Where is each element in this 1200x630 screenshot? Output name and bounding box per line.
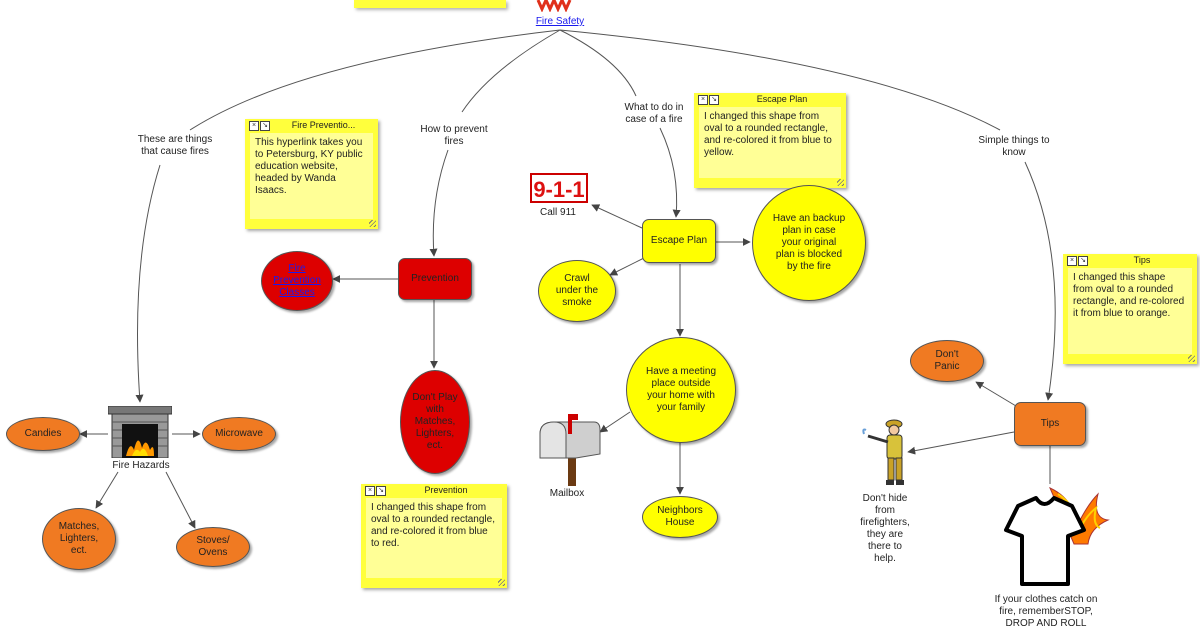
mailbox-label: Mailbox — [549, 488, 585, 499]
node-fire-prevention-classes[interactable]: Fire Prevention Classes — [261, 251, 333, 311]
note-body: I changed this shape from oval to a roun… — [366, 498, 502, 578]
node-label: Stoves/ Ovens — [196, 535, 230, 558]
node-tips[interactable]: Tips — [1014, 402, 1086, 446]
note-title: Fire Preventio... — [291, 120, 356, 130]
node-label: Have an backup plan in case your origina… — [772, 213, 846, 272]
note-body: This hyperlink takes you to Petersburg, … — [250, 133, 373, 219]
node-label: Microwave — [215, 428, 263, 439]
node-neighbors-house[interactable]: Neighbors House — [642, 496, 718, 538]
note-prevention[interactable]: ×↘ Prevention I changed this shape from … — [361, 484, 507, 588]
node-label: Don't Play with Matches, Lighters, ect. — [412, 392, 458, 451]
node-label: Have a meeting place outside your home w… — [645, 366, 717, 413]
node-crawl[interactable]: Crawl under the smoke — [538, 260, 616, 322]
note-controls[interactable]: ×↘ — [1067, 256, 1088, 266]
mailbox-icon — [539, 414, 601, 486]
node-label: Don't Panic — [934, 349, 960, 372]
resize-grip-icon[interactable] — [1188, 355, 1195, 362]
label-prevent: How to prevent fires — [420, 124, 488, 147]
node-label: Neighbors House — [657, 505, 703, 528]
node-label: Candies — [24, 428, 62, 439]
note-tips[interactable]: ×↘ Tips I changed this shape from oval t… — [1063, 254, 1197, 364]
node-label: Tips — [1040, 418, 1060, 429]
note-controls[interactable]: ×↘ — [249, 121, 270, 131]
label-causes: These are things that cause fires — [137, 134, 213, 157]
note-escape-plan[interactable]: ×↘ Escape Plan I changed this shape from… — [694, 93, 846, 188]
badge-911: 9-1-1 — [530, 173, 588, 203]
node-label: Crawl under the smoke — [555, 273, 599, 308]
firefighter-label: Don't hide from firefighters, they are t… — [860, 493, 910, 564]
burning-shirt-icon — [1004, 487, 1110, 586]
node-backup-plan[interactable]: Have an backup plan in case your origina… — [752, 185, 866, 301]
node-escape-plan[interactable]: Escape Plan — [642, 219, 716, 263]
label-todo: What to do in case of a fire — [624, 102, 684, 125]
node-prevention[interactable]: Prevention — [398, 258, 472, 300]
note-fire-prevention[interactable]: ×↘ Fire Preventio... This hyperlink take… — [245, 119, 378, 229]
fire-safety-link[interactable]: Fire Safety — [535, 16, 585, 27]
resize-grip-icon[interactable] — [837, 179, 844, 186]
note-controls[interactable]: ×↘ — [698, 95, 719, 105]
link-causes-hazards — [135, 164, 161, 403]
node-microwave[interactable]: Microwave — [202, 417, 276, 451]
firefighter-icon — [862, 419, 904, 485]
node-label: Matches, Lighters, ect. — [58, 521, 100, 556]
note-title: Escape Plan — [756, 94, 808, 104]
link-simple-tips — [1024, 161, 1056, 401]
clothes-fire-label: If your clothes catch on fire, rememberS… — [994, 594, 1098, 629]
call-911-label: Call 911 — [540, 207, 576, 218]
fireplace-icon — [108, 406, 172, 458]
label-simple: Simple things to know — [978, 135, 1050, 158]
link-todo-escape — [659, 127, 681, 218]
fire-icon — [536, 0, 572, 12]
node-dont-panic[interactable]: Don't Panic — [910, 340, 984, 382]
node-candles[interactable]: Candies — [6, 417, 80, 451]
node-label: Escape Plan — [650, 235, 708, 246]
fire-prevention-classes-link[interactable]: Fire Prevention Classes — [273, 263, 321, 298]
note-body: I changed this shape from oval to a roun… — [1068, 268, 1192, 354]
resize-grip-icon[interactable] — [369, 220, 376, 227]
resize-grip-icon[interactable] — [498, 579, 505, 586]
note-controls[interactable]: ×↘ — [365, 486, 386, 496]
node-stoves[interactable]: Stoves/ Ovens — [176, 527, 250, 567]
link-prevent-prevention — [429, 149, 449, 257]
top-note-fragment — [354, 0, 506, 8]
node-meeting-place[interactable]: Have a meeting place outside your home w… — [626, 337, 736, 443]
node-label: Prevention — [411, 273, 459, 284]
node-matches[interactable]: Matches, Lighters, ect. — [42, 508, 116, 570]
note-title: Tips — [1133, 255, 1151, 265]
node-dont-play[interactable]: Don't Play with Matches, Lighters, ect. — [400, 370, 470, 474]
fire-hazards-label: Fire Hazards — [112, 460, 170, 471]
note-body: I changed this shape from oval to a roun… — [699, 107, 841, 178]
note-title: Prevention — [424, 485, 468, 495]
